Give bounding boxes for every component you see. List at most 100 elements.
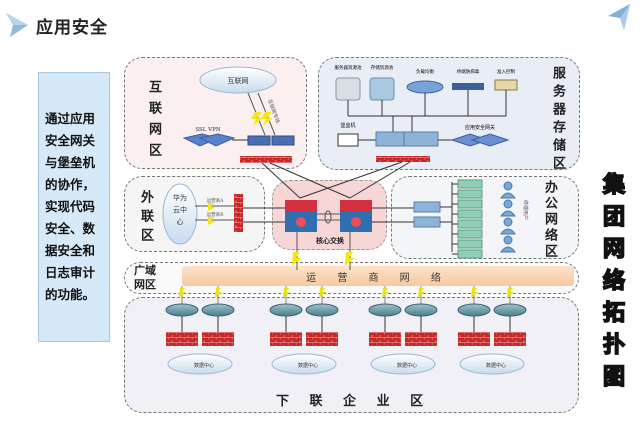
router-icon xyxy=(269,303,303,317)
lightning-icon xyxy=(382,288,389,298)
huawei-cloud-label-1: 华为 xyxy=(173,193,187,202)
access-switch xyxy=(457,179,483,189)
office-switch xyxy=(413,201,441,213)
internet-firewall xyxy=(240,156,292,163)
firewall-icon xyxy=(458,332,490,346)
core-switch-2 xyxy=(340,200,372,232)
load-balancer: 负载均衡 xyxy=(406,68,444,94)
lightning-icon xyxy=(251,112,263,126)
router-icon xyxy=(165,303,199,317)
lightning-icon xyxy=(179,288,186,298)
external-firewall xyxy=(234,194,243,232)
office-switch xyxy=(413,216,441,228)
router-icon xyxy=(201,303,235,317)
description-panel: 通过应用安全网关与堡垒机的协作，实现代码安全、数据安全和日志审计的功能。 xyxy=(38,72,110,342)
huawei-cloud xyxy=(162,183,198,245)
side-title-char: 扑 xyxy=(602,332,626,359)
server-firewall xyxy=(376,156,430,162)
huawei-cloud-label-3: 心 xyxy=(177,218,184,226)
triangle-arrow-icon xyxy=(6,13,28,37)
access-control: 准入控制 xyxy=(494,68,518,91)
lightning-icon xyxy=(292,252,302,266)
user-icon xyxy=(503,181,513,191)
side-title-char: 网 xyxy=(602,236,626,263)
router-icon xyxy=(368,303,402,317)
user-icon xyxy=(503,235,513,245)
firewall-icon xyxy=(494,332,526,346)
svg-text:终端防病毒: 终端防病毒 xyxy=(457,68,480,75)
firewall-icon xyxy=(166,332,198,346)
office-link xyxy=(440,182,453,252)
ssl-vpn-label: SSL VPN xyxy=(195,127,221,133)
firewall-icon xyxy=(202,332,234,346)
lightning-icon xyxy=(215,288,222,298)
user-icon xyxy=(503,199,513,209)
lightning-icon xyxy=(471,288,478,298)
firewall-icon xyxy=(405,332,437,346)
internet-zone-label: 互联网区 xyxy=(146,80,161,164)
router-icon xyxy=(457,303,491,317)
side-title-char: 拓 xyxy=(602,300,626,327)
core-switch-1 xyxy=(285,200,317,232)
bastion-host: 堡垒机 xyxy=(337,122,359,147)
description-text: 通过应用安全网关与堡垒机的协作，实现代码安全、数据安全和日志审计的功能。 xyxy=(45,111,96,302)
internet-cloud-label: 互联网 xyxy=(228,76,249,85)
page-header: 应用安全 xyxy=(4,10,108,40)
datacenter-label: 数据中心 xyxy=(486,362,506,369)
page-title: 应用安全 xyxy=(36,17,108,38)
ssl-vpn-device: SSL VPN xyxy=(182,127,236,147)
external-zone-label: 外联区 xyxy=(138,190,153,247)
access-switch xyxy=(457,229,483,239)
huawei-cloud-label-2: 云中 xyxy=(173,205,187,214)
access-switch xyxy=(457,249,483,259)
svg-text:准入控制: 准入控制 xyxy=(497,68,515,75)
side-title-char: 集 xyxy=(602,172,626,199)
datacenter-label: 数据中心 xyxy=(397,362,417,369)
carrier-network-bar: 运 营 商 网 络 xyxy=(182,266,574,286)
side-title-char: 络 xyxy=(602,268,626,295)
datacenter-label: 数据中心 xyxy=(298,362,318,369)
user-icon xyxy=(500,228,516,235)
router-icon xyxy=(305,303,339,317)
lightning-icon xyxy=(418,288,425,298)
user-icon xyxy=(503,217,513,227)
svg-text:应用安全网关: 应用安全网关 xyxy=(465,124,495,131)
router-icon xyxy=(404,303,438,317)
side-title-char: 图 xyxy=(602,364,626,391)
lightning-icon xyxy=(507,288,514,298)
lightning-icon xyxy=(319,288,326,298)
access-switch xyxy=(457,209,483,219)
svg-text:服务器资源池: 服务器资源池 xyxy=(335,64,362,71)
office-users-label: 终端用户 xyxy=(522,200,529,220)
user-icon xyxy=(500,192,516,199)
access-switch xyxy=(457,189,483,199)
core-switch-label: 核心交换 xyxy=(316,236,345,245)
lightning-icon xyxy=(283,288,290,298)
svg-text:负载均衡: 负载均衡 xyxy=(416,68,434,75)
datacenter-cloud xyxy=(370,353,436,375)
internet-router xyxy=(247,135,271,146)
firewall-icon xyxy=(270,332,302,346)
svg-text:运营商A: 运营商A xyxy=(207,197,224,204)
wan-links xyxy=(179,286,514,304)
svg-text:运营商B: 运营商B xyxy=(207,211,224,218)
firewall-icon xyxy=(369,332,401,346)
side-title-char: 团 xyxy=(602,204,626,231)
access-switch xyxy=(457,239,483,249)
app-security-gateway: 应用安全网关 xyxy=(450,124,510,147)
datacenter-cloud xyxy=(459,353,525,375)
user-icon xyxy=(500,210,516,217)
server-storage-zone xyxy=(318,57,580,170)
side-title: 集 团 网 络 拓 扑 图 xyxy=(597,172,631,396)
lightning-icon xyxy=(208,217,216,225)
lightning-icon xyxy=(261,112,273,126)
internet-cloud: 互联网 xyxy=(199,66,277,94)
server-zone-label: 服务器存储区 xyxy=(550,66,565,174)
svg-text:堡垒机: 堡垒机 xyxy=(340,122,355,129)
office-access-switches xyxy=(440,179,483,259)
lower-enterprise-sites: 数据中心数据中心数据中心数据中心 xyxy=(165,303,527,375)
router-icon xyxy=(493,303,527,317)
storage-pool: 存储资源池 xyxy=(369,64,395,101)
carrier-network-label: 运 营 商 网 络 xyxy=(306,272,450,284)
